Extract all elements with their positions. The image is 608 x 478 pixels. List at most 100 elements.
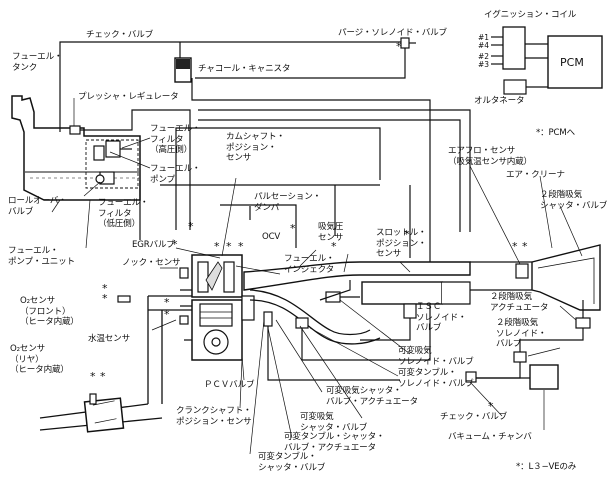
leader-lines [51,98,583,455]
asterisk: * [396,40,402,53]
label-variable-shutter-actuator: 可変吸気シャッタ・ バルブ・アクチュエータ [326,386,418,407]
label-two-stage-shutter-valve: ２段階吸気 シャッタ・バルブ [540,190,608,211]
cylinder-block [191,299,243,361]
label-ignition-coil: イグニッション・コイル [484,10,577,20]
sensor-wiring [139,109,471,258]
label-knock-sensor: ノック・センサ [122,258,181,268]
label-pulsation-damper: パルセーション・ ダンパ [254,192,321,213]
label-intake-pressure-sensor: 吸気圧 センサ [318,222,344,243]
knock-sensor-box [179,267,189,279]
label-two-stage-actuator: ２段階吸気 アクチュエータ [490,292,549,313]
label-o2-front: O₂センサ （フロント） （ヒータ内蔵） [20,296,79,327]
rollover-valve [95,174,105,184]
label-check-valve-bottom: チェック・バルブ [440,412,507,422]
label-l3ve-note: *：L３−VEのみ [516,462,577,472]
asterisk: * [488,400,494,413]
label-vacuum-chamber: バキューム・チャンバ [448,432,532,442]
asterisk: * [102,282,108,295]
asterisk: * [512,240,518,253]
throttle-body [361,281,443,305]
pressure-regulator [69,125,81,135]
label-alternator: オルタネータ [474,96,525,106]
asterisk: * [188,220,194,233]
label-fuel-filter-high: フューエル・ フィルタ （高圧側） [150,124,201,155]
fuel-pump-box [93,145,105,161]
asterisk: * [172,238,178,251]
pcm-box [547,35,603,89]
asterisk: * [522,240,528,253]
label-crankshaft-position-sensor: クランクシャフト・ ポジション・センサ [176,406,252,427]
label-charcoal-canister: チャコール・キャニスタ [198,64,291,74]
label-o2-rear: O₂センサ （リヤ） （ヒータ内蔵） [10,344,69,375]
isc-valve-box [403,303,417,319]
crankshaft [203,329,229,355]
engine-block [179,254,255,361]
asterisk: * [238,240,244,253]
asterisk: * [164,308,170,321]
label-air-cleaner: エア・クリーナ [506,170,565,180]
asterisk: * [214,240,220,253]
label-variable-tumble-actuator: 可変タンブル・シャッタ・ バルブ・アクチュエータ [284,432,385,453]
check-valve-bottom-box [465,371,477,383]
label-pcm-note: *：PCMへ [536,128,575,138]
label-ocv: OCV [262,232,281,242]
alternator-box [503,79,527,95]
label-variable-tumble-valve: 可変タンブル・ シャッタ・バルブ [258,452,326,473]
intake-system [243,244,601,390]
label-pcv-valve: ＰＣＶバルブ [204,380,255,390]
pcm-connection-marks: * * * * * * * * * * * * * * * * * * [90,40,528,413]
label-fuel-pump: フューエル・ ポンプ [150,164,201,185]
label-egr-valve: EGRバルブ [132,240,175,250]
cylinder-3: #3 [478,60,489,69]
two-stage-actuator-box [575,317,591,329]
asterisk: * [290,222,296,235]
asterisk: * [226,240,232,253]
asterisk: * [164,296,170,309]
airflow-sensor-box [515,263,529,279]
ignition-coil-block [491,26,603,95]
asterisk: * [404,228,410,241]
label-purge-solenoid-valve: パージ・ソレノイド・バルブ [338,28,447,38]
asterisk: * [331,240,337,253]
asterisk: * [90,370,96,383]
vacuum-chamber-box [529,364,559,390]
air-cleaner [531,244,601,311]
label-pressure-regulator: プレッシャ・レギュレータ [78,92,179,102]
purge-solenoid [400,37,410,49]
label-airflow-sensor: エアフロ・センサ （吸気温センサ内蔵） [448,146,532,167]
label-isc-solenoid-valve: ＩＳＣ ソレノイド・ バルブ [416,302,467,333]
asterisk: * [102,292,108,305]
two-stage-solenoid-box [513,351,527,363]
cylinder-2: #2 [478,52,489,61]
label-fuel-tank: フューエル・ タンク [12,52,63,73]
label-variable-tumble-solenoid: 可変タンブル・ ソレノイド・バルブ [398,368,474,389]
pcm-label: PCM [560,56,584,69]
ignition-coil [502,26,526,70]
cylinder-1: #1 [478,33,489,42]
o2-rear-sensor [89,393,97,405]
label-check-valve-top: チェック・バルブ [86,30,153,40]
o2-front-sensor [117,295,131,303]
label-throttle-position-sensor: スロットル・ ポジション・ センサ [376,228,427,259]
cylinder-head [191,254,243,298]
water-temp-sensor-box [179,315,189,325]
variable-intake-components [263,280,431,381]
label-camshaft-position-sensor: カムシャフト・ ポジション・ センサ [226,132,285,163]
cylinder-4: #4 [478,41,489,50]
label-water-temp-sensor: 水温センサ [88,334,130,344]
asterisk: * [100,370,106,383]
label-rollover-valve: ロールオーバ・ バルブ [8,196,67,217]
label-fuel-injector: フューエル・ インジェクタ [284,254,335,275]
fuel-filter-high-box [105,140,121,158]
label-fuel-pump-unit: フューエル・ ポンプ・ユニット [8,246,75,267]
label-variable-intake-valve: 可変吸気 ソレノイド・バルブ [398,346,474,367]
label-two-stage-solenoid-valve: ２段階吸気 ソレノイド・ バルブ [496,318,547,349]
label-fuel-filter-low: フューエル・ フィルタ （低圧側） [98,198,149,229]
exhaust-system [39,295,192,433]
label-variable-intake-shutter-valve: 可変吸気 シャッタ・バルブ [300,412,368,433]
fuel-tank [11,95,191,230]
catalytic-converter [83,397,125,433]
evap-lines [59,37,431,270]
